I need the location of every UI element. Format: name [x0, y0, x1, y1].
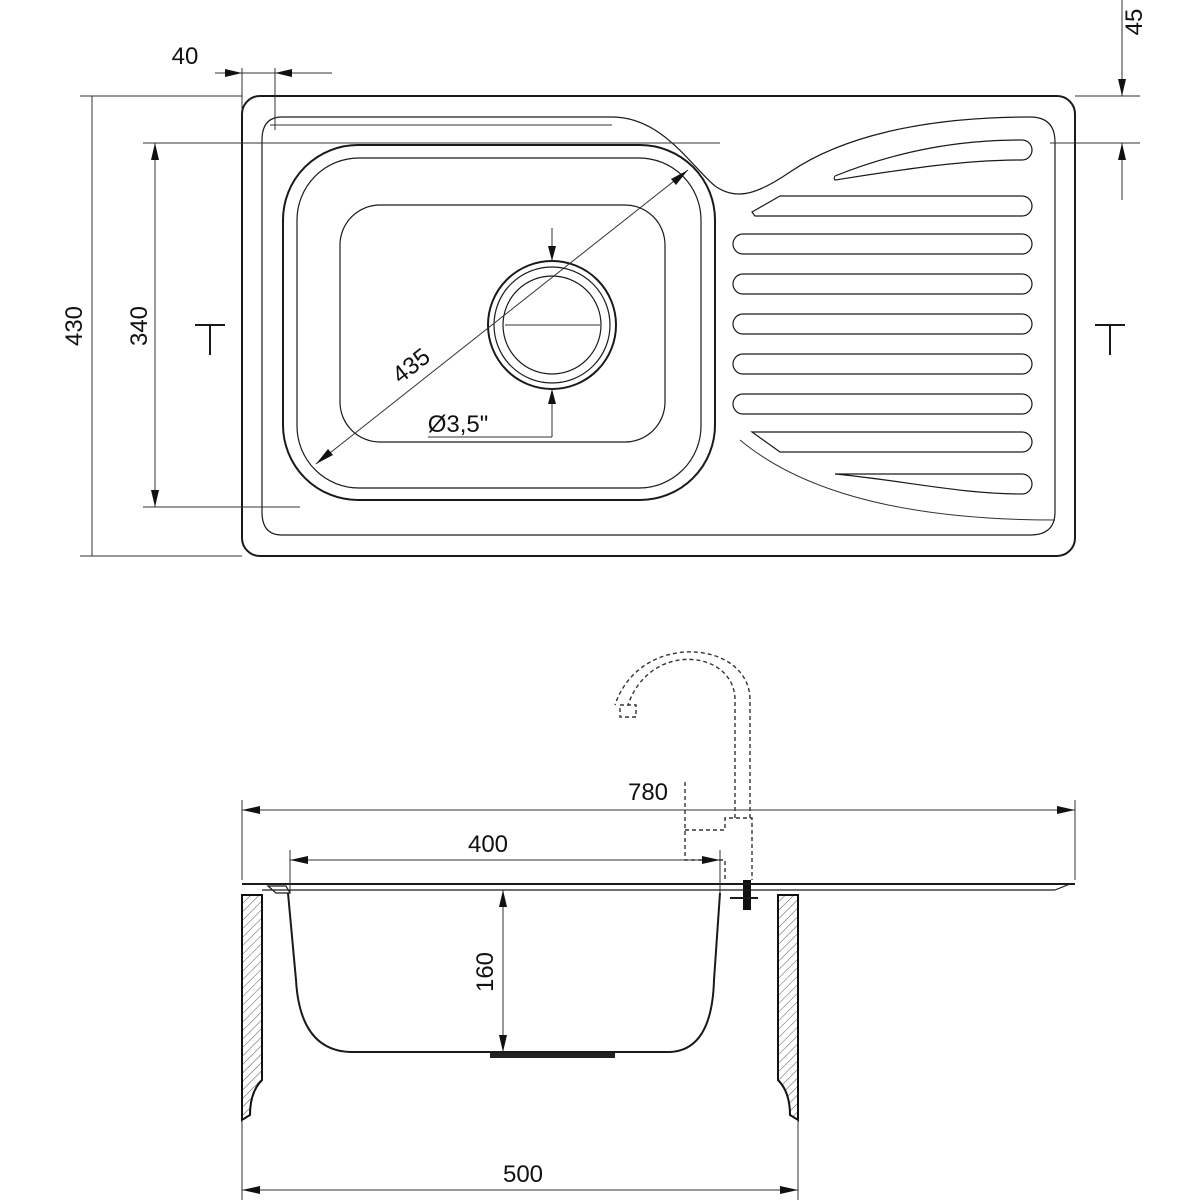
cabinet-wall-left [241, 894, 263, 1122]
countertop [242, 883, 1075, 891]
drainer-rib [751, 195, 1033, 217]
bowl-profile [287, 892, 721, 1053]
drain-ring [493, 266, 611, 384]
drainer-ribs [732, 139, 1033, 495]
dim-diagonal-label: 435 [387, 343, 435, 389]
drain-inner [502, 275, 602, 375]
drainer-rib [834, 473, 1033, 495]
section-mark-left [195, 324, 225, 355]
drainer-rib [732, 313, 1033, 335]
dim-40: 40 [172, 43, 332, 130]
dim-430: 430 [61, 95, 242, 557]
bowl-outer [282, 144, 716, 501]
drainer-rib [732, 353, 1033, 375]
dim-340: 340 [126, 142, 720, 508]
dim-total-depth-label: 430 [61, 306, 88, 346]
dim-435: 435 [315, 169, 689, 465]
dim-400: 400 [289, 831, 721, 893]
dim-drain-label: Ø3,5" [428, 411, 489, 438]
dim-45: 45 [1050, 0, 1148, 200]
top-view: 430 340 40 45 435 Ø3,5 [61, 0, 1148, 557]
dim-160: 160 [472, 890, 507, 1052]
sink-inner-deck [261, 116, 1056, 536]
cabinet-wall-right [777, 894, 799, 1122]
side-view: 780 400 160 500 [241, 651, 1076, 1200]
drainer-rib [750, 431, 1033, 453]
dim-overhang-label: 40 [172, 43, 199, 70]
faucet-mount-bolt [743, 880, 751, 910]
drainer-rib [833, 139, 1033, 181]
dim-bowl-height-label: 160 [472, 952, 499, 992]
dim-cabinet-width-label: 500 [503, 1161, 543, 1188]
dim-500: 500 [241, 1120, 799, 1200]
drainer-edge [739, 439, 1056, 521]
dim-780: 780 [241, 779, 1076, 880]
dim-bowl-depth-label: 340 [126, 306, 153, 346]
section-mark-right [1095, 324, 1125, 355]
sink-outer-rim [241, 95, 1076, 557]
bowl-bottom [339, 204, 666, 443]
dim-drain: Ø3,5" [428, 228, 556, 438]
drain-outlet [490, 1053, 615, 1058]
drainer-rib [732, 233, 1033, 255]
dim-rim-label: 45 [1121, 9, 1148, 36]
dim-bowl-width-label: 400 [468, 831, 508, 858]
drainer-rib [732, 393, 1033, 415]
dim-total-width-label: 780 [628, 779, 668, 806]
bowl-mid [296, 157, 702, 489]
drainer-rib [732, 273, 1033, 295]
